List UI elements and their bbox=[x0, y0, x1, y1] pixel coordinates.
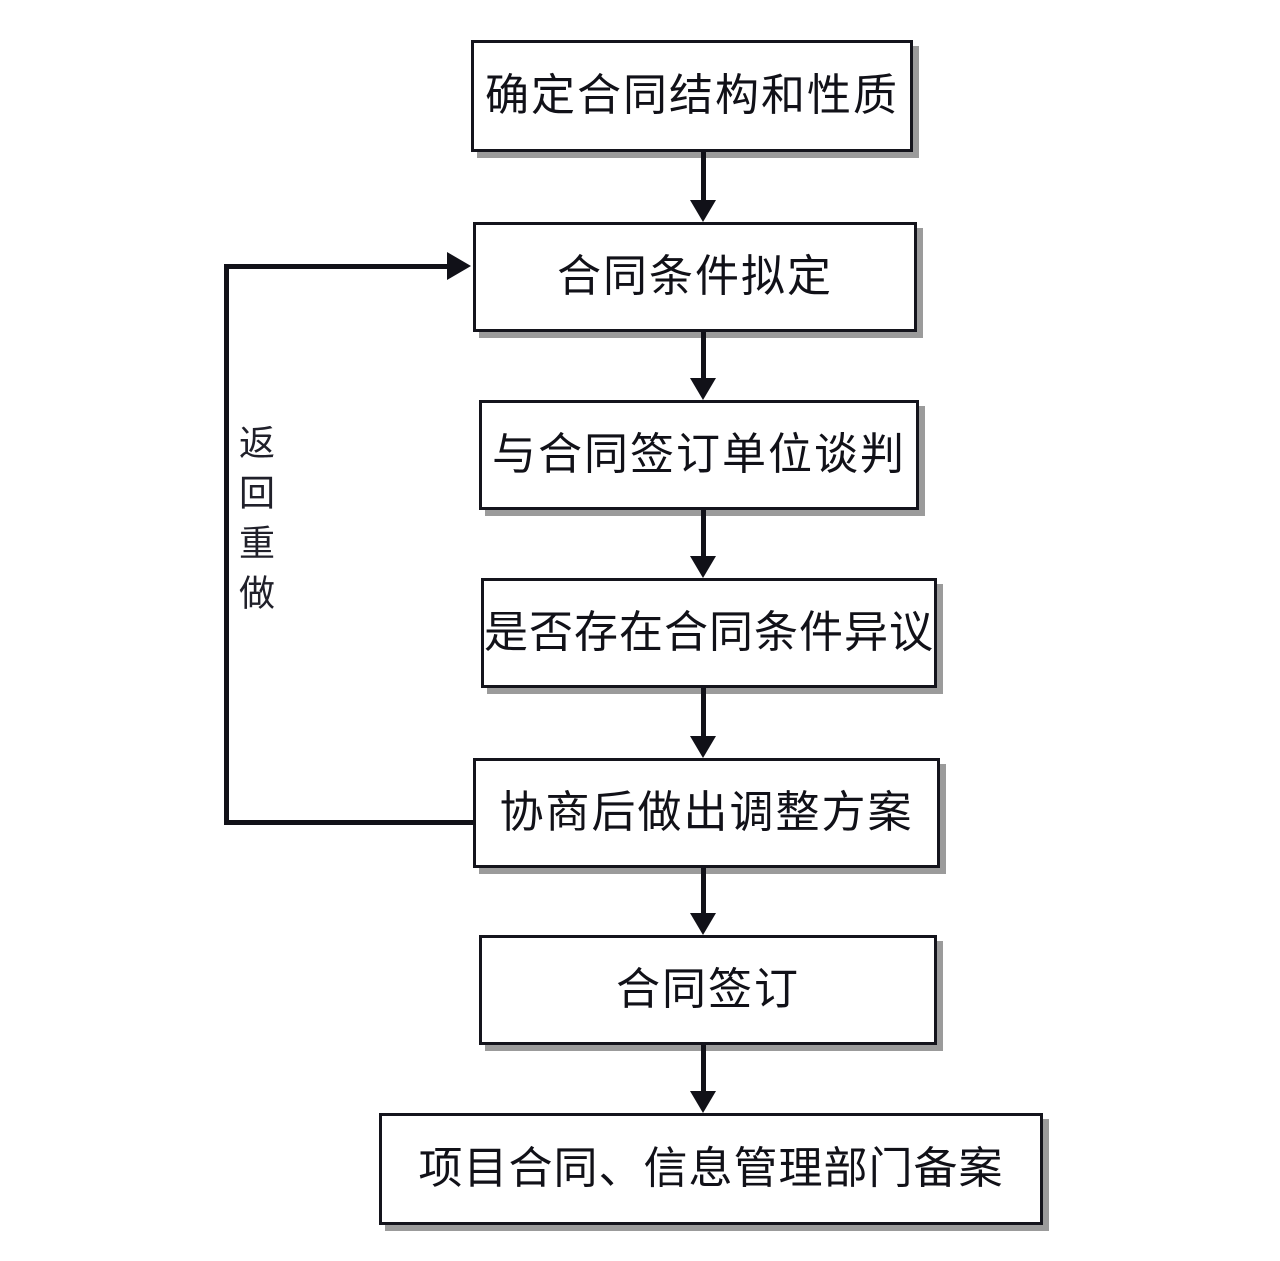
feedback-loop-top-segment bbox=[224, 264, 448, 269]
arrowhead-right-icon bbox=[447, 252, 471, 280]
node-label: 与合同签订单位谈判 bbox=[492, 429, 906, 479]
node-confirm-contract-structure[interactable]: 确定合同结构和性质 bbox=[471, 40, 913, 152]
node-adjustment-plan-after-negotiation[interactable]: 协商后做出调整方案 bbox=[473, 758, 940, 868]
arrowhead-down-icon bbox=[690, 736, 716, 758]
arrowhead-down-icon bbox=[690, 1091, 716, 1113]
connector-stem bbox=[701, 510, 706, 558]
node-sign-contract[interactable]: 合同签订 bbox=[479, 935, 937, 1045]
feedback-loop-label: 返回重做 bbox=[234, 424, 274, 624]
node-check-term-objections[interactable]: 是否存在合同条件异议 bbox=[481, 578, 937, 688]
connector-n1-n2 bbox=[690, 152, 716, 222]
arrowhead-down-icon bbox=[690, 913, 716, 935]
connector-stem bbox=[701, 1045, 706, 1093]
connector-n2-n3 bbox=[690, 332, 716, 400]
node-label: 项目合同、信息管理部门备案 bbox=[418, 1143, 1004, 1193]
node-label: 合同条件拟定 bbox=[557, 251, 833, 301]
node-label: 协商后做出调整方案 bbox=[499, 787, 914, 837]
node-label: 合同签订 bbox=[616, 964, 800, 1014]
feedback-loop-bottom-segment bbox=[224, 820, 476, 825]
connector-stem bbox=[701, 868, 706, 915]
node-file-with-contract-info-dept[interactable]: 项目合同、信息管理部门备案 bbox=[379, 1113, 1043, 1225]
connector-stem bbox=[701, 688, 706, 738]
connector-stem bbox=[701, 332, 706, 380]
feedback-loop-vertical-segment bbox=[224, 264, 229, 825]
node-draft-contract-terms[interactable]: 合同条件拟定 bbox=[473, 222, 917, 332]
node-label: 确定合同结构和性质 bbox=[485, 70, 899, 120]
arrowhead-down-icon bbox=[690, 556, 716, 578]
connector-n4-n5 bbox=[690, 688, 716, 758]
node-label: 是否存在合同条件异议 bbox=[484, 607, 934, 657]
connector-stem bbox=[701, 152, 706, 202]
connector-n6-n7 bbox=[690, 1045, 716, 1113]
connector-n3-n4 bbox=[690, 510, 716, 578]
connector-n5-n6 bbox=[690, 868, 716, 935]
node-negotiate-with-signing-party[interactable]: 与合同签订单位谈判 bbox=[479, 400, 919, 510]
arrowhead-down-icon bbox=[690, 378, 716, 400]
arrowhead-down-icon bbox=[690, 200, 716, 222]
